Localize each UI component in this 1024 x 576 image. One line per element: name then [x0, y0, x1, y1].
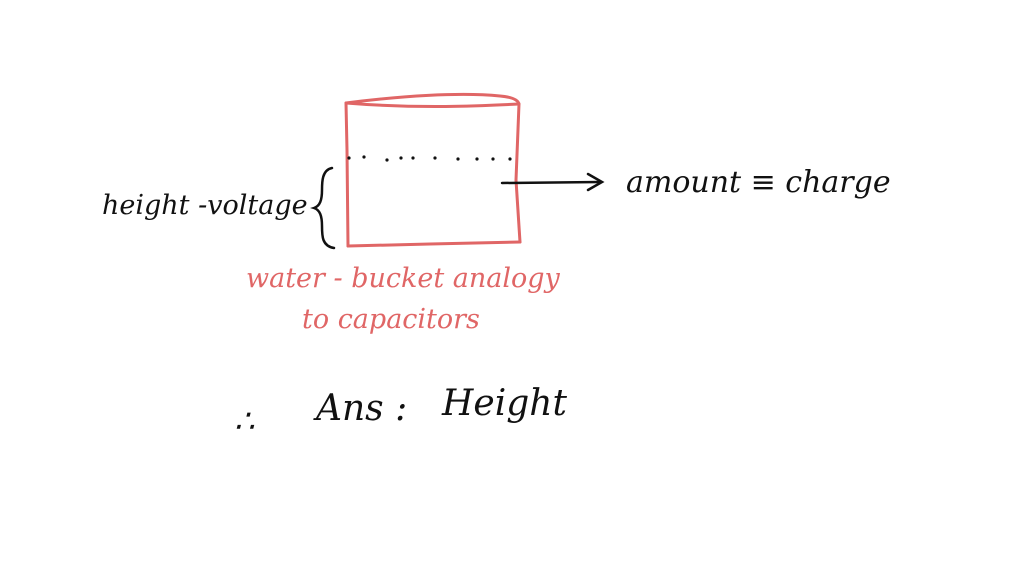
caption-line-1: water - bucket analogy [246, 263, 561, 294]
curly-brace-icon [310, 166, 336, 250]
answer-value: Height [441, 383, 567, 424]
bucket-bottom [346, 240, 522, 248]
bucket-rim [344, 92, 521, 109]
bucket-left-wall [344, 101, 350, 248]
bucket-right-wall [514, 102, 522, 244]
arrow-icon [500, 172, 605, 192]
bucket-drawing [344, 92, 522, 248]
caption-line-2: to capacitors [302, 304, 480, 335]
left-label: height -voltage [102, 190, 308, 221]
right-label: amount ≡ charge [626, 165, 891, 200]
water-level-line [347, 155, 512, 162]
answer-prefix: Ans : [313, 388, 407, 429]
therefore-symbol: ∴ [234, 402, 255, 440]
